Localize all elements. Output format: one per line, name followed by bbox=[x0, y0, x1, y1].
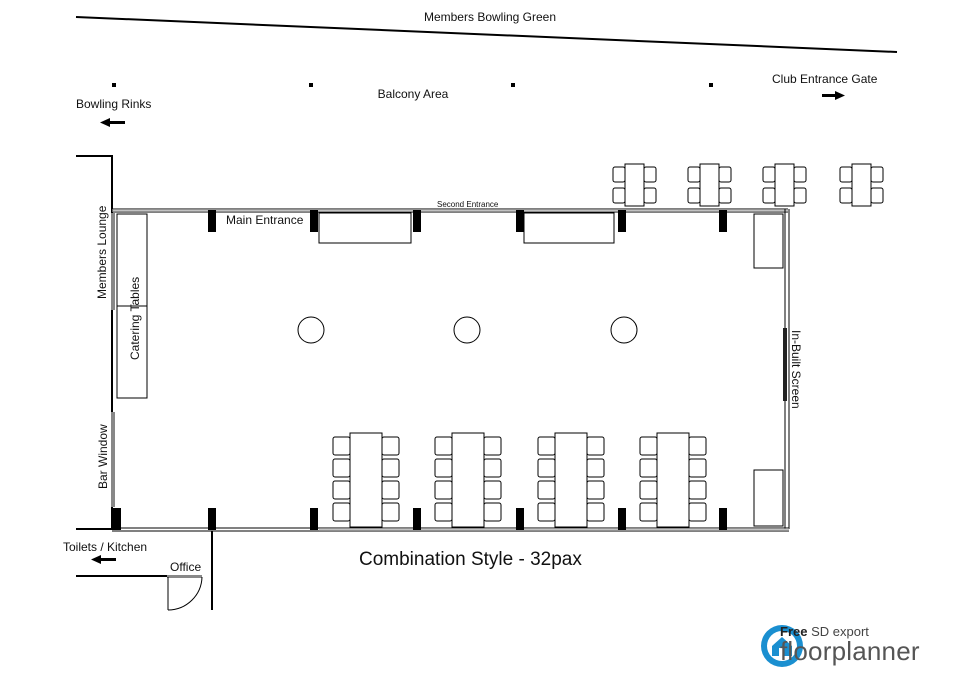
pillar bbox=[113, 508, 121, 530]
pillar bbox=[208, 508, 216, 530]
pillar bbox=[618, 508, 626, 530]
bowling-rinks-label: Bowling Rinks bbox=[76, 97, 151, 111]
round-column bbox=[453, 316, 481, 344]
logo-tagline-rest: SD export bbox=[811, 624, 869, 639]
pillar bbox=[516, 210, 524, 232]
balcony-table-set bbox=[687, 163, 732, 207]
pillar bbox=[719, 508, 727, 530]
pillar bbox=[413, 210, 421, 232]
left-outer-wall bbox=[76, 155, 113, 530]
members-lounge-label: Members Lounge bbox=[95, 205, 109, 299]
balcony-table-set bbox=[612, 163, 657, 207]
arrow-left-icon bbox=[100, 118, 125, 127]
layout-caption: Combination Style - 32pax bbox=[359, 549, 582, 570]
members-lounge-opening bbox=[111, 213, 115, 310]
in-built-screen bbox=[783, 328, 787, 401]
banquet-table-set bbox=[537, 432, 605, 528]
in-built-screen-label: In-Built Screen bbox=[789, 330, 803, 409]
pillar bbox=[618, 210, 626, 232]
pillar bbox=[516, 508, 524, 530]
bar-window bbox=[111, 412, 115, 507]
balcony-table-set bbox=[839, 163, 884, 207]
floorplanner-logo-icon bbox=[761, 625, 803, 667]
round-column bbox=[297, 316, 325, 344]
balcony-area-label: Balcony Area bbox=[378, 87, 449, 101]
logo-brand: floorplanner bbox=[780, 636, 920, 666]
balcony-table-set bbox=[762, 163, 807, 207]
side-cabinet bbox=[753, 213, 784, 269]
balcony-post bbox=[511, 83, 515, 87]
second-entrance-label: Second Entrance bbox=[437, 200, 499, 209]
entrance-bench bbox=[523, 212, 615, 244]
balcony-post bbox=[709, 83, 713, 87]
arrow-right-icon bbox=[822, 91, 845, 100]
catering-tables-label: Catering Tables bbox=[128, 277, 142, 360]
pillar bbox=[719, 210, 727, 232]
logo-tagline: Free SD export bbox=[780, 624, 869, 639]
round-column bbox=[610, 316, 638, 344]
members-bowling-green-label: Members Bowling Green bbox=[424, 10, 556, 24]
banquet-table-set bbox=[332, 432, 400, 528]
bowling-green-boundary bbox=[75, 16, 898, 53]
office-door-icon bbox=[167, 576, 203, 611]
entrance-bench bbox=[318, 212, 412, 244]
office-label: Office bbox=[170, 560, 201, 574]
logo-tagline-prefix: Free bbox=[780, 624, 808, 639]
catering-tables bbox=[116, 213, 148, 399]
floorplanner-logo: Free SD export floorplanner bbox=[760, 620, 960, 670]
toilets-kitchen-label: Toilets / Kitchen bbox=[63, 540, 147, 554]
banquet-table-set bbox=[434, 432, 502, 528]
bar-window-label: Bar Window bbox=[96, 424, 110, 489]
club-entrance-gate-label: Club Entrance Gate bbox=[772, 72, 878, 86]
balcony-post bbox=[112, 83, 116, 87]
side-cabinet bbox=[753, 469, 784, 527]
arrow-left-icon bbox=[91, 555, 116, 564]
pillar bbox=[310, 210, 318, 232]
banquet-table-set bbox=[639, 432, 707, 528]
pillar bbox=[413, 508, 421, 530]
balcony-post bbox=[309, 83, 313, 87]
main-entrance-label: Main Entrance bbox=[226, 213, 304, 227]
pillar bbox=[310, 508, 318, 530]
pillar bbox=[208, 210, 216, 232]
